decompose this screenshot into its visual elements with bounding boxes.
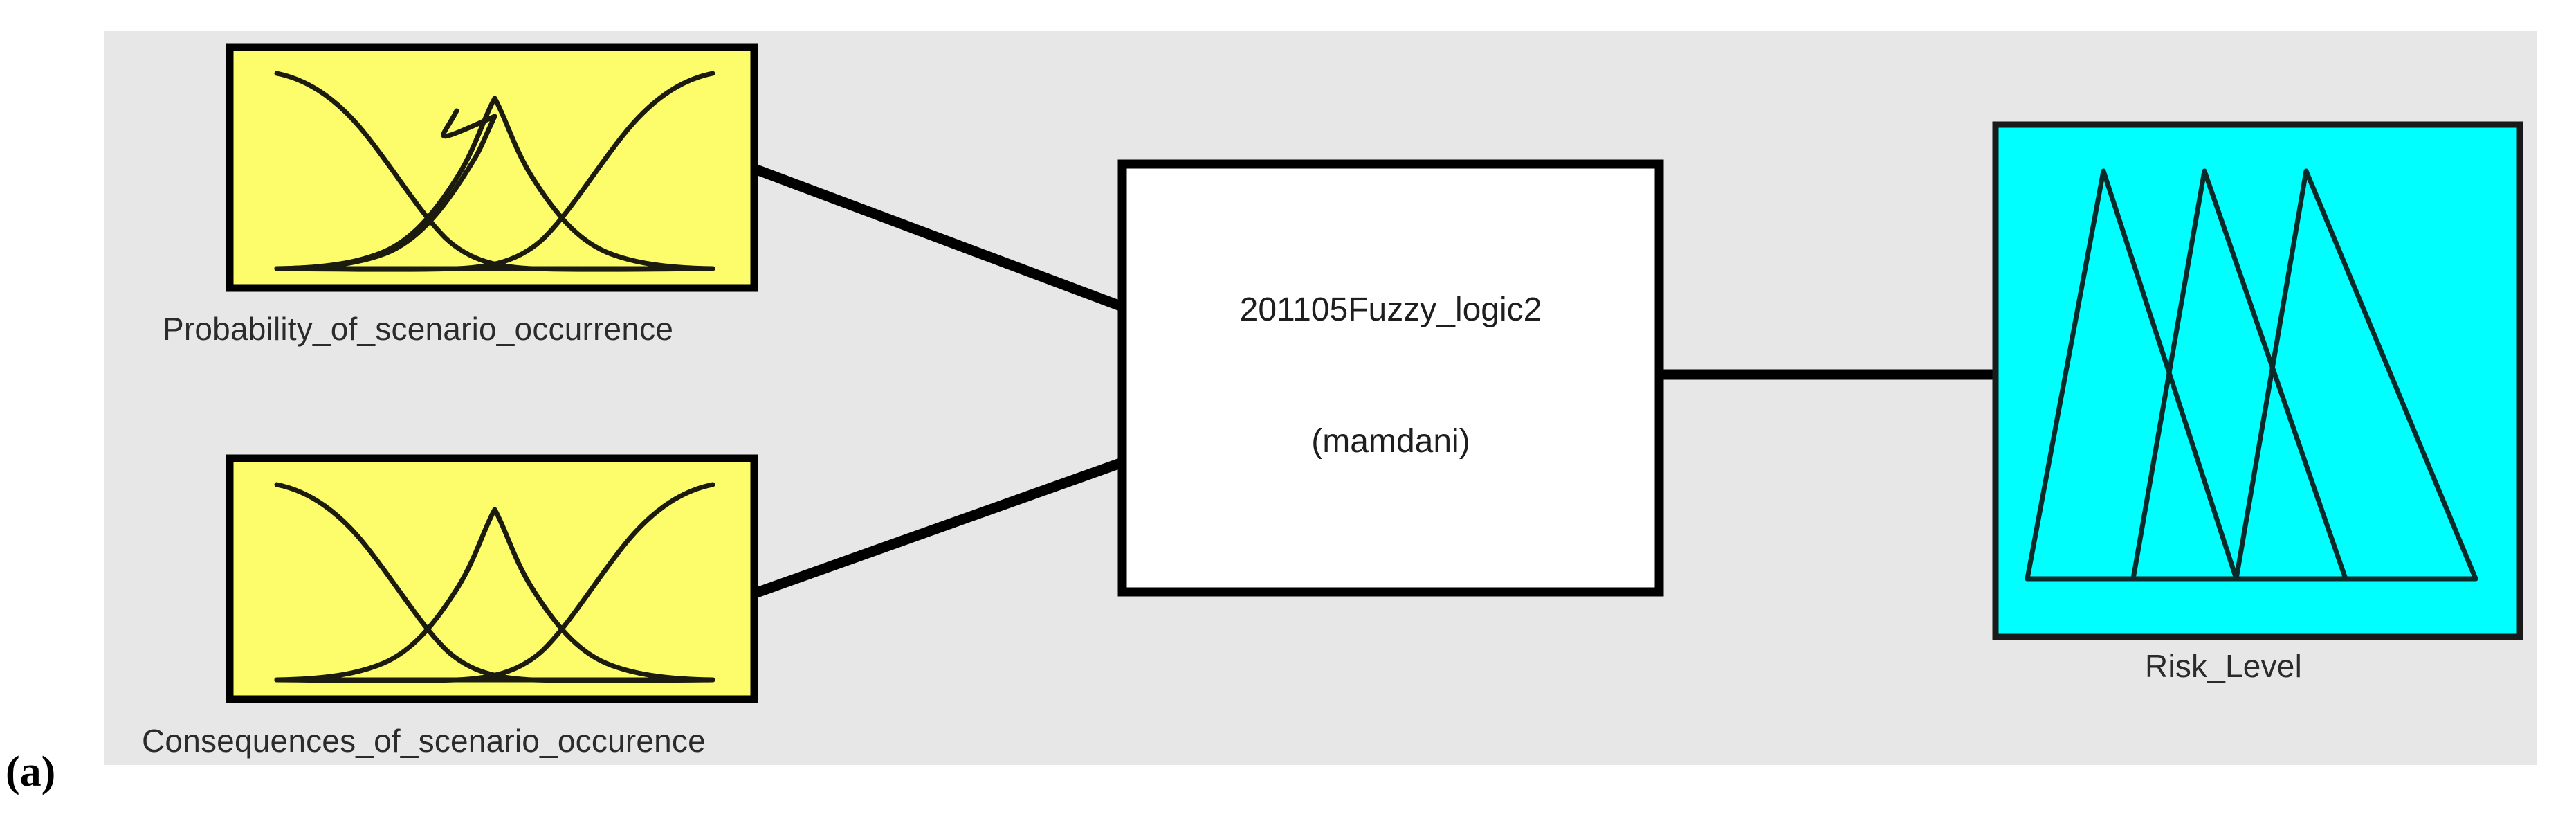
mf-triangle-medium [2130,168,2348,582]
input-node-1-label: Probability_of_scenario_occurrence [163,311,674,347]
fis-node-type: (mamdani) [1311,423,1470,460]
input-node-2[interactable] [226,454,758,703]
connector-lines [751,163,1995,600]
input-node-2-membership-curves [274,482,715,683]
connector-input-1-to-fis [751,163,1124,312]
fis-node[interactable] [1117,159,1664,597]
input-node-1[interactable] [226,43,758,292]
mf-curve-high [274,482,715,683]
fis-node-box[interactable] [1117,159,1664,597]
mf-triangle-low [2025,168,2239,582]
fis-node-name: 201105Fuzzy_logic2 [1239,291,1542,328]
mf-curve-low [274,71,715,272]
input-node-1-membership-curves [274,71,715,272]
mf-curve-medium [274,507,715,683]
output-node-1-box[interactable] [1992,121,2523,640]
connector-input-2-to-fis [751,457,1124,600]
output-node-1[interactable] [1992,121,2523,640]
figure-caption: (a) [6,748,56,795]
output-node-1-label: Risk_Level [2145,648,2302,684]
mf-curve-medium-main [274,96,715,271]
input-node-2-label: Consequences_of_scenario_occurence [142,723,706,759]
mf-curve-low [274,482,715,683]
output-node-1-membership-curves [2025,168,2478,582]
mf-triangle-high [2234,168,2478,582]
mf-curve-high [274,71,715,272]
